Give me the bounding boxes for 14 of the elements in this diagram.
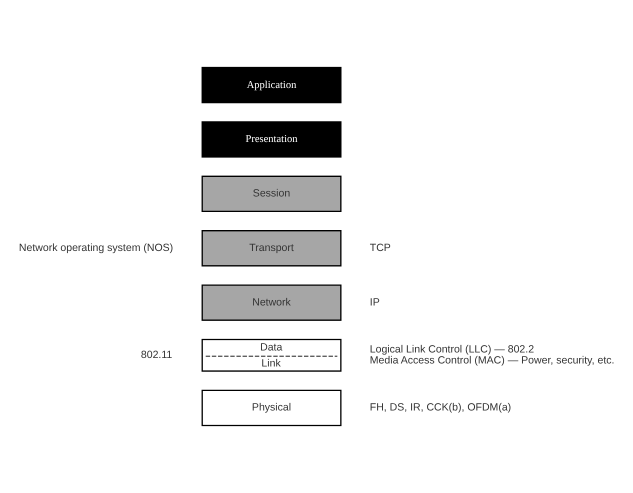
node-box: Application	[202, 66, 342, 104]
node-box: Network	[202, 284, 342, 321]
label: 802.11	[140, 349, 172, 362]
node-box: Transport	[202, 230, 342, 266]
node-label: IP	[370, 296, 380, 308]
node-label: Media Access Control (MAC) — Power, security, etc.	[370, 354, 614, 367]
node-box: Session	[202, 176, 342, 212]
node-label: Logical Link Control (LLC) — 802.2	[370, 343, 534, 356]
node-label: FH, DS, IR, CCK(b), OFDM(a)	[370, 402, 512, 414]
node-label: TCP	[370, 242, 391, 254]
node-box: Physical	[202, 390, 342, 426]
node-box: Presentation	[202, 121, 342, 158]
label: Network operating system (NOS)	[18, 242, 174, 254]
node-box: Data Link	[202, 338, 342, 372]
